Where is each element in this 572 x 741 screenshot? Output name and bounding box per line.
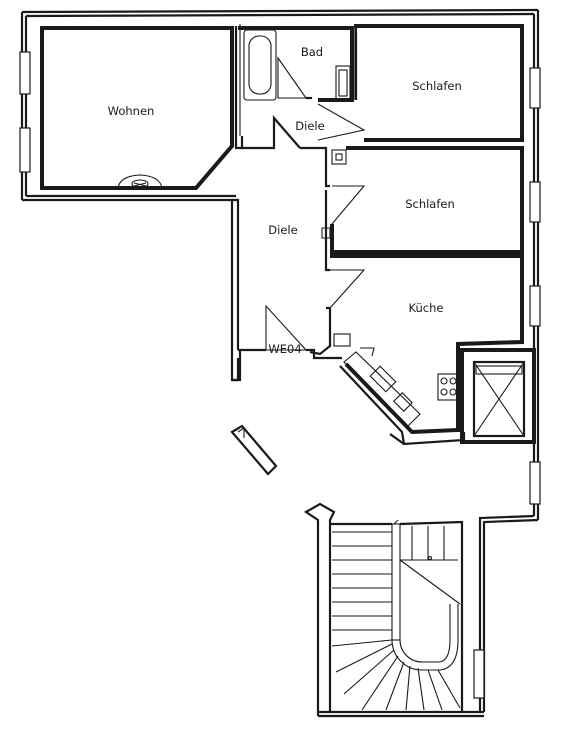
kitchen-door-swing [329,269,366,309]
entrance-door-swing [265,304,308,351]
window-kitchen [529,285,541,327]
kitchen-counter [343,351,421,427]
bedroom-1 [317,24,524,142]
staircase [331,519,463,711]
label-kueche: Küche [409,301,444,315]
main-hall-walls [232,190,331,350]
label-schlafen-1: Schlafen [412,79,462,93]
stair-handrail [391,523,401,641]
windows [19,51,541,699]
entrance [232,304,342,382]
chimney-icon [331,149,347,165]
kitchen-sink-icon [369,365,397,393]
bedroom-2 [330,146,524,254]
stove-icon [117,174,163,189]
window-hall [529,461,541,505]
bath-door-swing [277,56,308,99]
elevator-cross-icon [473,361,525,437]
elevator-shaft [460,348,536,444]
label-diele-2: Diele [268,223,297,237]
label-unit-we04: WE04 [268,342,301,356]
label-schlafen-2: Schlafen [405,197,455,211]
window-stair [473,649,485,699]
utility-box [333,333,351,347]
bedroom-1-door-swing [317,103,366,141]
room-labels: Wohnen Bad Schlafen Diele Schlafen Diele… [108,45,462,356]
label-diele-1: Diele [295,119,324,133]
outer-walls [20,8,540,718]
light-switch-icon [321,227,331,239]
window-bedroom-2 [529,181,541,223]
bedroom-2-door-swing [331,185,366,225]
kitchen [309,254,524,446]
window-living-upper [19,51,31,95]
sink-icon [335,65,351,101]
upper-hall-walls [242,115,347,188]
living-room [40,26,234,190]
landing-wall-fragment [230,424,278,476]
cooktop-icon [437,373,459,401]
bathroom [234,24,354,150]
bathtub-icon [243,29,277,101]
label-wohnen: Wohnen [108,104,155,118]
label-bad: Bad [301,45,323,59]
window-bedroom-1 [529,67,541,109]
window-living-lower [19,127,31,173]
